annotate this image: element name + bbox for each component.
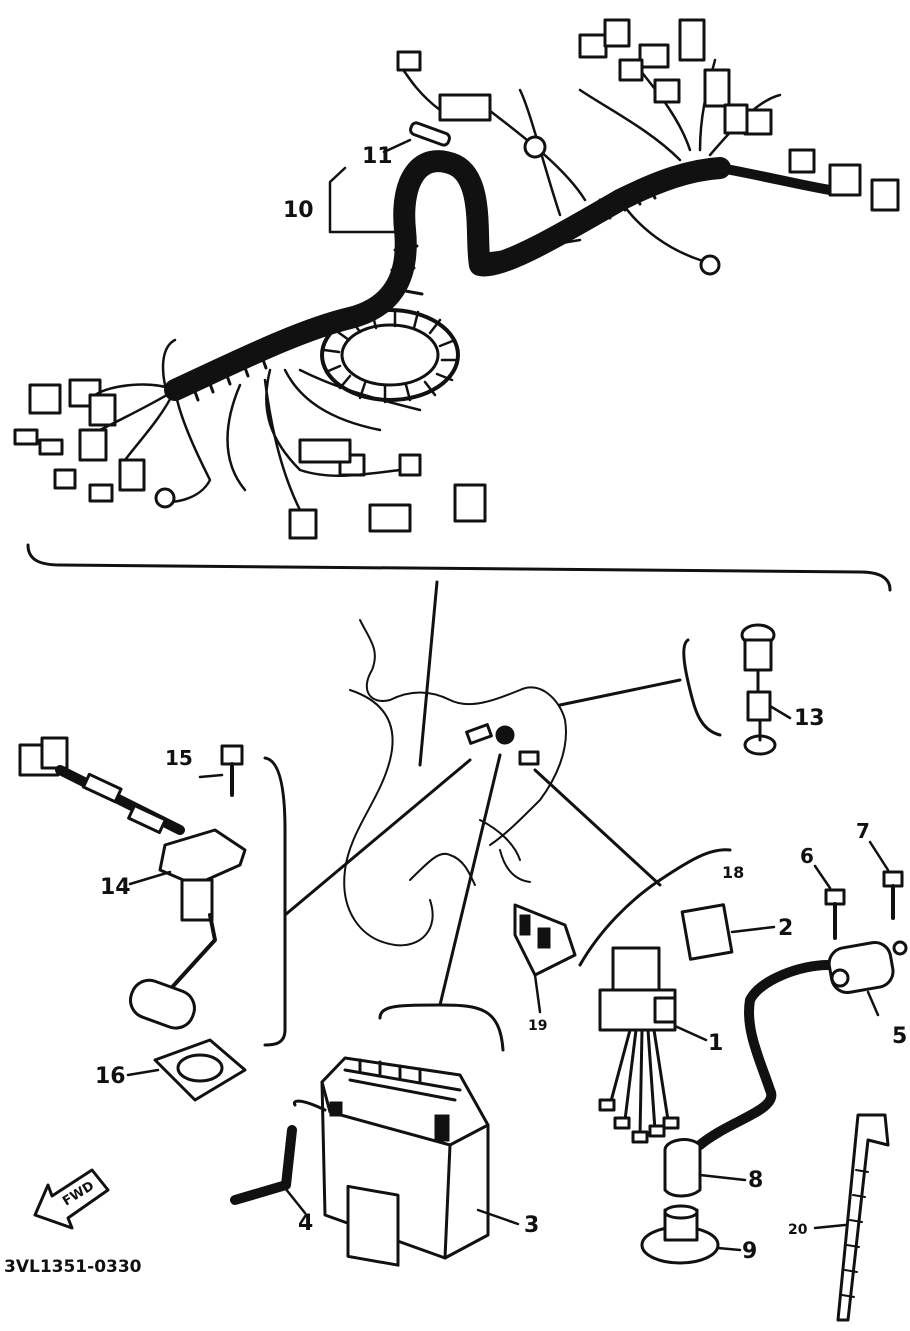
callout-2: 2 bbox=[778, 916, 793, 941]
part-4 bbox=[230, 1099, 327, 1205]
callout-leaders bbox=[126, 138, 890, 1252]
callout-10: 10 bbox=[283, 198, 314, 223]
leader-lines bbox=[283, 580, 682, 1007]
callout-18: 18 bbox=[722, 863, 744, 882]
callout-9: 9 bbox=[742, 1239, 757, 1264]
callout-11: 11 bbox=[362, 144, 393, 169]
part-3 bbox=[320, 1056, 490, 1267]
central-connector bbox=[495, 725, 515, 745]
part-5 bbox=[695, 940, 908, 1150]
callout-15: 16 bbox=[95, 1064, 126, 1089]
diagram-code: 3VL1351-0330 bbox=[4, 1257, 142, 1277]
callout-16: 15 bbox=[165, 746, 193, 770]
part-16 bbox=[220, 744, 244, 797]
callout-3: 3 bbox=[524, 1213, 539, 1238]
bracket-3-4 bbox=[378, 1003, 505, 1052]
callout-19: 19 bbox=[528, 1018, 547, 1034]
front-direction-arrow: FWD bbox=[33, 1168, 110, 1230]
bracket-14-15-16 bbox=[263, 756, 287, 1047]
callout-4: 4 bbox=[298, 1211, 313, 1236]
callout-7: 7 bbox=[856, 819, 870, 843]
callout-8: 8 bbox=[748, 1168, 763, 1193]
part-8 bbox=[663, 1138, 702, 1198]
wire-harness bbox=[13, 18, 900, 540]
part-20 bbox=[836, 1113, 890, 1322]
part-2 bbox=[680, 903, 734, 961]
callout-labels: 11 10 13 15 14 16 18 2 19 1 5 6 7 8 9 20… bbox=[95, 144, 907, 1264]
part-9 bbox=[640, 1204, 720, 1265]
part-19 bbox=[513, 903, 577, 977]
part-14 bbox=[18, 736, 247, 1030]
part-13 bbox=[682, 623, 777, 756]
part-7 bbox=[882, 870, 904, 920]
part-6 bbox=[824, 888, 846, 940]
callout-14: 14 bbox=[100, 875, 131, 900]
callout-20: 20 bbox=[788, 1222, 808, 1238]
callout-6: 6 bbox=[800, 844, 814, 868]
part-15 bbox=[153, 1038, 247, 1102]
bracket-1-2-18 bbox=[578, 848, 732, 967]
frame-outline bbox=[343, 619, 567, 947]
part-1 bbox=[598, 946, 680, 1144]
callout-1: 1 bbox=[708, 1031, 723, 1056]
callout-5: 5 bbox=[892, 1024, 907, 1049]
callout-13: 13 bbox=[794, 706, 825, 731]
harness-group-bracket bbox=[26, 543, 892, 592]
